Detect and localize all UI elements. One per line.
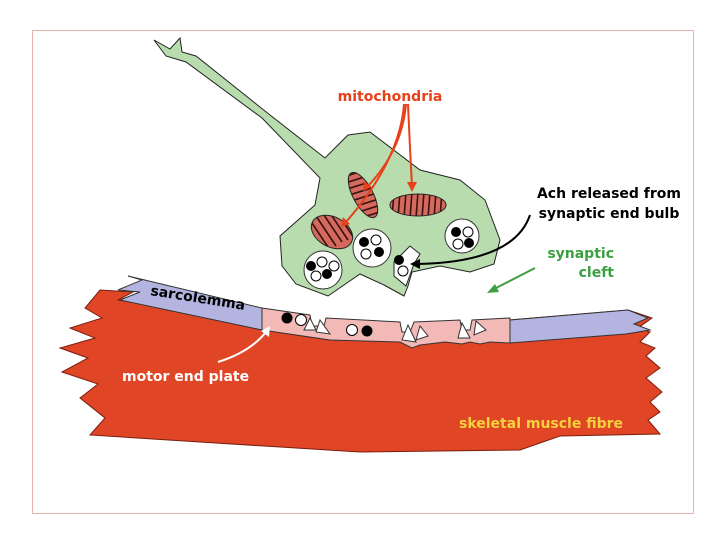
synaptic-vesicle (352, 228, 392, 268)
synaptic-vesicle (444, 218, 480, 254)
junctional-fold (415, 324, 429, 341)
releasing-vesicle (394, 255, 409, 277)
ach-arrow (410, 214, 531, 269)
mitochondria-label: mitochondria (338, 89, 443, 105)
figure-frame (32, 30, 694, 514)
junctional-fold (315, 318, 332, 335)
cleft-label-line1: synaptic (547, 246, 614, 262)
motor-end-plate-label: motor end plate (122, 369, 249, 385)
synaptic-vesicle (303, 250, 343, 290)
mitochondrion (389, 193, 447, 217)
skeletal-muscle-fibre-label: skeletal muscle fibre (459, 416, 623, 432)
junctional-fold (303, 316, 317, 331)
junctional-fold (401, 323, 417, 343)
ach-label-line2: synaptic end bulb (539, 206, 680, 222)
end-plate-arrow (217, 326, 270, 363)
mitochondria-arrows (341, 103, 417, 227)
cleft-arrow (487, 267, 536, 293)
axon-terminal (153, 36, 501, 297)
sarcolemma-right (509, 309, 652, 344)
ach-label-line1: Ach released from (537, 186, 681, 202)
motor-end-plate (261, 307, 511, 349)
ach-vesicles-end-plate (281, 312, 373, 337)
junctional-fold (457, 321, 471, 339)
cleft-label-line2: cleft (579, 265, 615, 281)
junctional-fold (473, 320, 487, 336)
